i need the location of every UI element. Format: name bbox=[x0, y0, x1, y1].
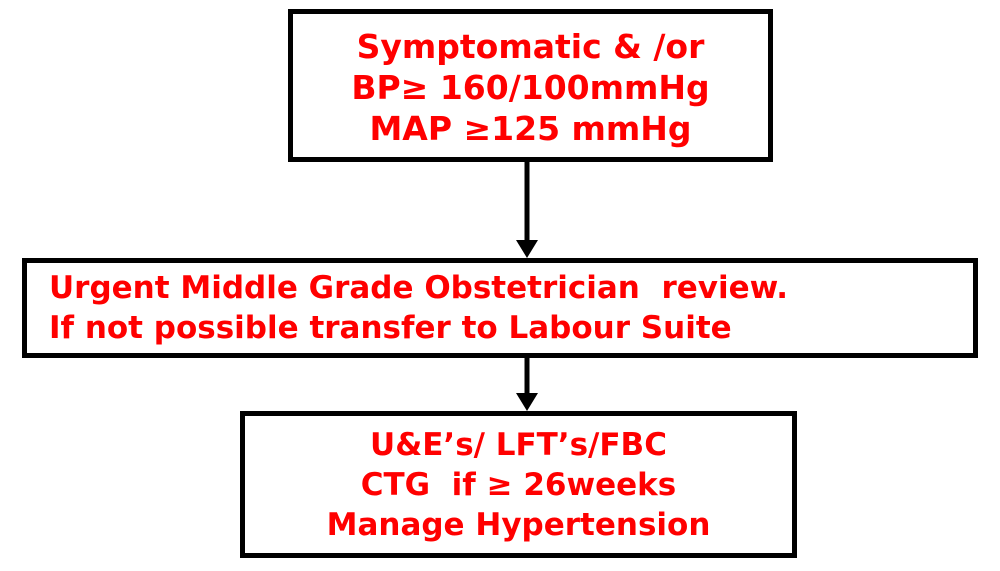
node-investigations-line-1: U&E’s/ LFT’s/FBC bbox=[370, 426, 667, 463]
arrow-down-icon-criteria-to-escalation bbox=[507, 162, 547, 258]
arrow-down-icon-escalation-to-investigations bbox=[507, 358, 547, 411]
node-criteria-line-1: Symptomatic & /or bbox=[356, 27, 705, 66]
arrow-shaft bbox=[524, 358, 530, 395]
node-escalation-line-2: If not possible transfer to Labour Suite bbox=[49, 310, 732, 346]
flowchart-node-investigations-action: U&E’s/ LFT’s/FBC CTG if ≥ 26weeks Manage… bbox=[240, 411, 797, 558]
arrow-shaft bbox=[524, 162, 530, 242]
node-escalation-line-1: Urgent Middle Grade Obstetrician review. bbox=[49, 270, 789, 306]
node-investigations-line-3: Manage Hypertension bbox=[326, 506, 711, 543]
flowchart-node-trigger-criteria: Symptomatic & /or BP≥ 160/100mmHg MAP ≥1… bbox=[288, 9, 773, 162]
arrow-head bbox=[516, 393, 538, 411]
flowchart-node-escalation-action: Urgent Middle Grade Obstetrician review.… bbox=[22, 258, 978, 358]
arrow-head bbox=[516, 240, 538, 258]
node-criteria-line-2: BP≥ 160/100mmHg bbox=[351, 68, 710, 107]
node-criteria-line-3: MAP ≥125 mmHg bbox=[369, 109, 692, 148]
node-investigations-line-2: CTG if ≥ 26weeks bbox=[360, 466, 677, 503]
